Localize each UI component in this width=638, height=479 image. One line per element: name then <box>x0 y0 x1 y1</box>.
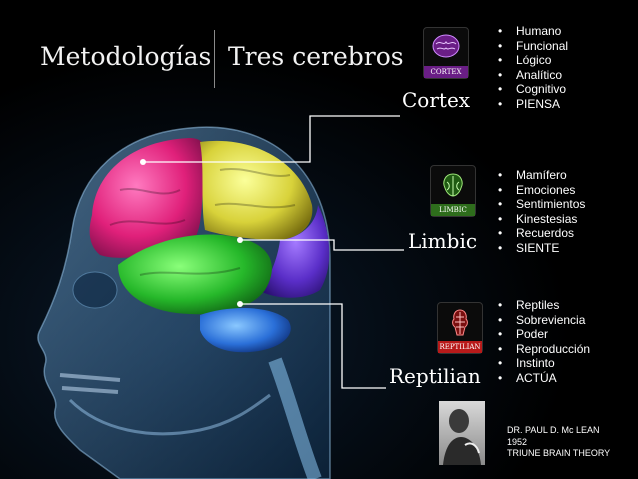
limbic-badge: LIMBIC <box>430 165 476 217</box>
credit-name: DR. PAUL D. Mc LEAN <box>507 425 600 435</box>
list-item: Recuerdos <box>496 226 585 241</box>
connector-cortex <box>143 115 400 163</box>
reptilian-badge: REPTILIAN <box>437 302 483 354</box>
cortex-badge: CORTEX <box>423 27 469 79</box>
list-item: PIENSA <box>496 97 568 112</box>
jaw <box>68 393 271 436</box>
connector-limbic <box>240 239 404 251</box>
dot-cortex <box>140 159 146 165</box>
list-item: Instinto <box>496 356 590 371</box>
cortex-brain-icon <box>432 34 460 58</box>
reptilian-brain-icon <box>452 309 468 336</box>
spine <box>268 357 322 479</box>
list-item: Kinestesias <box>496 212 585 227</box>
list-item: Analítico <box>496 68 568 83</box>
credit-year: 1952 <box>507 436 528 447</box>
brain-frontal-lobe <box>89 138 207 258</box>
limbic-label: Limbic <box>408 229 478 253</box>
cortex-label: Cortex <box>402 88 471 112</box>
dot-limbic <box>237 237 243 243</box>
brain-sulci <box>109 168 296 276</box>
brain-cerebellum <box>200 308 291 353</box>
teeth <box>59 373 121 394</box>
brain-parietal-lobe <box>200 140 313 240</box>
list-item: Lógico <box>496 53 568 68</box>
credit-theory: TRIUNE BRAIN THEORY <box>507 448 611 458</box>
connector-dots <box>140 159 243 307</box>
list-item: Sentimientos <box>496 197 585 212</box>
title-divider <box>214 30 215 88</box>
limbic-badge-caption: LIMBIC <box>431 204 475 216</box>
list-item: SIENTE <box>496 241 585 256</box>
brain-occipital-lobe <box>262 205 330 298</box>
limbic-list: Mamífero Emociones Sentimientos Kinestes… <box>496 168 585 256</box>
list-item: Sobreviencia <box>496 313 590 328</box>
title-methodologies: Metodologías <box>40 42 212 71</box>
list-item: Funcional <box>496 39 568 54</box>
dot-reptilian <box>237 301 243 307</box>
brain-temporal-lobe <box>118 234 272 315</box>
reptilian-badge-caption: REPTILIAN <box>438 341 482 353</box>
list-item: Cognitivo <box>496 82 568 97</box>
reptilian-label: Reptilian <box>389 364 481 388</box>
list-item: ACTÚA <box>496 371 590 386</box>
list-item: Poder <box>496 327 590 342</box>
list-item: Reproducción <box>496 342 590 357</box>
list-item: Humano <box>496 24 568 39</box>
list-item: Emociones <box>496 183 585 198</box>
connector-reptilian <box>240 303 386 389</box>
connector-lines <box>143 115 404 389</box>
cortex-list: Humano Funcional Lógico Analítico Cognit… <box>496 24 568 112</box>
list-item: Reptiles <box>496 298 590 313</box>
limbic-brain-icon <box>443 173 463 197</box>
title-three-brains: Tres cerebros <box>228 42 404 71</box>
list-item: Mamífero <box>496 168 585 183</box>
reptilian-list: Reptiles Sobreviencia Poder Reproducción… <box>496 298 590 386</box>
cortex-badge-caption: CORTEX <box>424 66 468 78</box>
mclean-portrait-photo <box>439 401 485 465</box>
credit: DR. PAUL D. Mc LEAN 1952 TRIUNE BRAIN TH… <box>507 425 610 460</box>
eye-socket <box>72 271 118 309</box>
